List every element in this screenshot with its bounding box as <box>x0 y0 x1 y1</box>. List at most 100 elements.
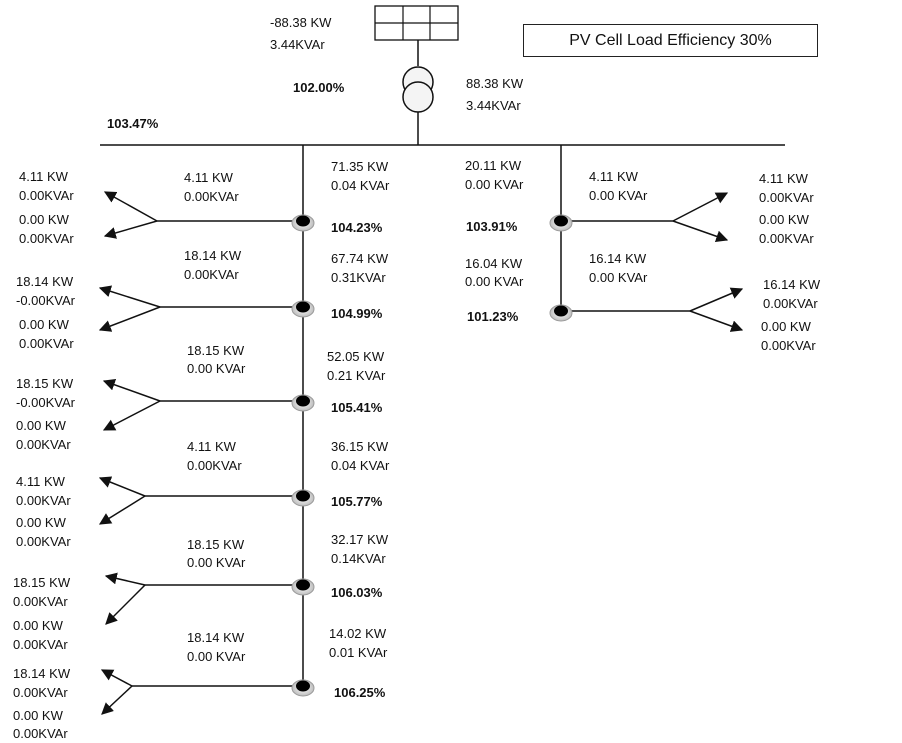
left-load1-kw: 18.15 KW <box>13 575 71 590</box>
right-branch <box>549 287 744 332</box>
bus-node-icon <box>549 304 573 322</box>
transformer-kw-label: 88.38 KW <box>466 76 524 91</box>
left-node-voltage: 105.77% <box>331 494 383 509</box>
right-load1-kw: 16.14 KW <box>763 277 821 292</box>
source-kvar-label: 3.44KVAr <box>270 37 325 52</box>
left-branch-kw: 18.14 KW <box>184 248 242 263</box>
left-load-arrow <box>103 220 158 239</box>
left-load1-kvar: 0.00KVAr <box>16 493 71 508</box>
right-load2-kw: 0.00 KW <box>759 212 809 227</box>
right-load-arrow <box>672 192 729 222</box>
left-load1-kw: 18.14 KW <box>16 274 74 289</box>
right-load1-kvar: 0.00KVAr <box>759 190 814 205</box>
transformer-kvar-label: 3.44KVAr <box>466 98 521 113</box>
left-branch <box>102 378 315 431</box>
left-load2-kw: 0.00 KW <box>13 708 63 723</box>
left-load-arrow <box>98 285 161 308</box>
left-load2-kvar: 0.00KVAr <box>13 637 68 652</box>
left-load-arrow <box>102 378 161 402</box>
left-branch-kw: 18.14 KW <box>187 630 245 645</box>
left-branch-kvar: 0.00 KVAr <box>187 649 246 664</box>
right-segment-kvar: 0.00 KVAr <box>465 177 524 192</box>
left-segment-kw: 67.74 KW <box>331 251 389 266</box>
left-branch-kvar: 0.00KVAr <box>184 189 239 204</box>
diagram-title: PV Cell Load Efficiency 30% <box>523 24 818 57</box>
left-segment-kvar: 0.14KVAr <box>331 551 386 566</box>
pv-panel-icon <box>374 5 459 41</box>
left-segment-kw: 14.02 KW <box>329 626 387 641</box>
bus-node-icon <box>291 489 315 507</box>
left-load2-kvar: 0.00KVAr <box>16 534 71 549</box>
left-load2-kvar: 0.00KVAr <box>13 726 68 741</box>
right-branch-kvar: 0.00 KVAr <box>589 270 648 285</box>
left-load-arrow <box>101 685 133 715</box>
left-branch <box>98 285 315 332</box>
left-load1-kw: 18.14 KW <box>13 666 71 681</box>
bus-node-core <box>296 680 310 692</box>
left-load1-kvar: -0.00KVAr <box>16 293 76 308</box>
bus-node-icon <box>291 394 315 412</box>
bus-node-icon <box>291 214 315 232</box>
bus-voltage-label: 103.47% <box>107 116 159 131</box>
left-load1-kvar: -0.00KVAr <box>16 395 76 410</box>
right-load2-kvar: 0.00KVAr <box>761 338 816 353</box>
left-branch-kw: 4.11 KW <box>187 439 236 454</box>
right-load-arrow <box>689 310 744 332</box>
right-branch-kw: 16.14 KW <box>589 251 647 266</box>
left-load2-kvar: 0.00KVAr <box>19 336 74 351</box>
left-load1-kvar: 0.00KVAr <box>19 188 74 203</box>
left-branch-kw: 18.15 KW <box>187 537 245 552</box>
left-branch <box>104 572 315 625</box>
right-segment-kw: 16.04 KW <box>465 256 523 271</box>
left-load-arrow <box>98 306 161 332</box>
left-load-arrow <box>98 476 146 497</box>
right-node-voltage: 101.23% <box>467 309 519 324</box>
left-segment-kvar: 0.01 KVAr <box>329 645 388 660</box>
left-load1-kw: 4.11 KW <box>19 169 68 184</box>
right-node-voltage: 103.91% <box>466 219 518 234</box>
bus-node-core <box>554 215 568 227</box>
left-load-arrow <box>105 584 146 625</box>
left-load-arrow <box>103 191 158 222</box>
left-branch-kvar: 0.00 KVAr <box>187 361 246 376</box>
left-load2-kw: 0.00 KW <box>16 418 66 433</box>
right-segment-kw: 20.11 KW <box>465 158 522 173</box>
left-branch-kvar: 0.00KVAr <box>187 458 242 473</box>
left-load2-kvar: 0.00KVAr <box>19 231 74 246</box>
left-branch-kw: 4.11 KW <box>184 170 233 185</box>
source-kw-label: -88.38 KW <box>270 15 332 30</box>
left-segment-kvar: 0.04 KVAr <box>331 178 390 193</box>
right-load-arrow <box>672 220 729 243</box>
bus-node-icon <box>291 679 315 697</box>
right-load2-kvar: 0.00KVAr <box>759 231 814 246</box>
right-branch-kw: 4.11 KW <box>589 169 638 184</box>
left-segment-kw: 36.15 KW <box>331 439 389 454</box>
bus-node-core <box>296 490 310 502</box>
transformer-pct-label: 102.00% <box>293 80 345 95</box>
bus-node-icon <box>291 578 315 596</box>
right-load1-kw: 4.11 KW <box>759 171 808 186</box>
left-branch-kw: 18.15 KW <box>187 343 245 358</box>
right-load-arrow <box>689 287 744 312</box>
left-node-voltage: 104.23% <box>331 220 383 235</box>
left-load1-kw: 18.15 KW <box>16 376 74 391</box>
bus-node-core <box>296 579 310 591</box>
left-node-voltage: 104.99% <box>331 306 383 321</box>
left-node-voltage: 106.03% <box>331 585 383 600</box>
left-load1-kvar: 0.00KVAr <box>13 685 68 700</box>
left-segment-kvar: 0.31KVAr <box>331 270 386 285</box>
left-load2-kw: 0.00 KW <box>19 317 69 332</box>
left-branch-kvar: 0.00 KVAr <box>187 555 246 570</box>
bus-node-core <box>554 305 568 317</box>
left-load-arrow <box>104 572 146 586</box>
left-branch <box>100 669 315 715</box>
right-branch-kvar: 0.00 KVAr <box>589 188 648 203</box>
bus-node-core <box>296 395 310 407</box>
left-load2-kw: 0.00 KW <box>19 212 69 227</box>
left-load2-kw: 0.00 KW <box>16 515 66 530</box>
bus-node-icon <box>549 214 573 232</box>
left-load-arrow <box>100 669 133 687</box>
left-branch <box>98 476 315 525</box>
left-load-arrow <box>102 400 161 431</box>
transformer-icon <box>402 66 434 113</box>
